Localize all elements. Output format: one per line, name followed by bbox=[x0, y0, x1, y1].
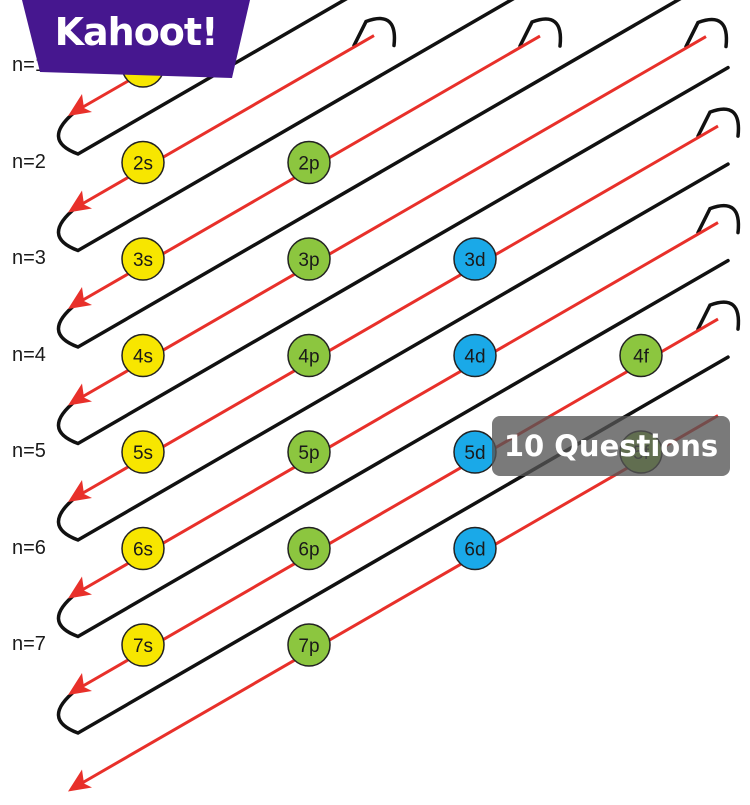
arrow-left-down-icon bbox=[68, 769, 92, 792]
arrow-left-down-icon bbox=[68, 383, 92, 406]
orbital-circle bbox=[121, 430, 165, 474]
orbital-label: 7p bbox=[298, 636, 319, 657]
orbital-circle bbox=[287, 140, 331, 185]
orbital-5d: 5d bbox=[453, 430, 497, 474]
orbital-circle bbox=[121, 623, 165, 667]
arrow-left-down-icon bbox=[68, 673, 92, 695]
orbital-label: 3p bbox=[298, 250, 319, 271]
arrow-left-down-icon bbox=[68, 576, 92, 599]
orbital-circle bbox=[619, 333, 663, 378]
orbital-circle bbox=[453, 237, 497, 281]
orbital-label: 4p bbox=[298, 347, 319, 368]
loop-return-line bbox=[56, 0, 515, 253]
orbital-3p: 3p bbox=[287, 237, 331, 281]
orbital-label: 4f bbox=[633, 347, 650, 368]
orbital-circle bbox=[287, 623, 331, 667]
orbital-6d: 6d bbox=[453, 526, 497, 571]
orbital-circle bbox=[121, 140, 165, 185]
orbital-label: 3s bbox=[133, 250, 153, 271]
row-label-n5: n=5 bbox=[12, 440, 46, 462]
orbital-7s: 7s bbox=[121, 623, 165, 667]
orbital-label: 2p bbox=[298, 154, 319, 175]
orbital-label: 5d bbox=[464, 443, 485, 464]
orbital-2p: 2p bbox=[287, 140, 331, 185]
orbital-4d: 4d bbox=[453, 333, 497, 378]
question-count-badge[interactable]: 10 Questions bbox=[492, 416, 730, 476]
orbital-circle bbox=[121, 237, 165, 281]
orbital-5p: 5p bbox=[287, 430, 331, 474]
orbital-5s: 5s bbox=[121, 430, 165, 474]
arrow-left-down-icon bbox=[68, 287, 92, 309]
orbital-4p: 4p bbox=[287, 333, 331, 378]
orbital-label: 5p bbox=[298, 443, 319, 464]
orbital-label: 6d bbox=[464, 540, 485, 561]
row-label-n2: n=2 bbox=[12, 150, 46, 173]
orbital-circle bbox=[121, 526, 165, 571]
orbital-4f: 4f bbox=[619, 333, 663, 378]
arrow-left-down-icon bbox=[68, 480, 92, 502]
loop-return-line bbox=[56, 65, 730, 446]
filling-order-arrow bbox=[75, 34, 375, 209]
orbital-label: 6p bbox=[298, 540, 319, 561]
orbital-3s: 3s bbox=[121, 237, 165, 281]
orbital-label: 2s bbox=[133, 154, 153, 175]
orbital-label: 5s bbox=[133, 443, 153, 464]
loop-return-line bbox=[56, 355, 730, 735]
filling-order-arrow bbox=[75, 124, 719, 499]
orbital-label: 3d bbox=[464, 250, 485, 271]
orbital-circle bbox=[121, 333, 165, 378]
loop-return-line bbox=[56, 0, 682, 349]
orbital-circle bbox=[287, 430, 331, 474]
orbital-2s: 2s bbox=[121, 140, 165, 185]
orbital-label: 4s bbox=[133, 347, 153, 368]
filling-order-arrow bbox=[75, 317, 719, 692]
orbital-6p: 6p bbox=[287, 526, 331, 571]
loop-return-line bbox=[56, 162, 730, 542]
arrow-left-down-icon bbox=[68, 190, 92, 213]
row-label-n6: n=6 bbox=[12, 536, 46, 559]
orbital-3d: 3d bbox=[453, 237, 497, 281]
row-label-n4: n=4 bbox=[12, 343, 46, 366]
arrow-left-down-icon bbox=[68, 94, 92, 116]
row-label-n3: n=3 bbox=[12, 247, 46, 269]
loop-cap-top bbox=[696, 300, 741, 331]
orbital-circle bbox=[453, 333, 497, 378]
orbital-6s: 6s bbox=[121, 526, 165, 571]
orbital-circle bbox=[287, 526, 331, 571]
orbital-label: 7s bbox=[133, 636, 153, 657]
orbital-circle bbox=[287, 237, 331, 281]
orbital-circle bbox=[287, 333, 331, 378]
orbital-label: 4d bbox=[464, 347, 485, 368]
loop-cap-top bbox=[696, 203, 741, 235]
orbital-label: 6s bbox=[133, 540, 153, 561]
row-label-n7: n=7 bbox=[12, 633, 46, 655]
kahoot-logo: Kahoot! bbox=[22, 0, 250, 78]
filling-order-arrow bbox=[75, 221, 719, 595]
loop-return-line bbox=[56, 258, 730, 639]
loop-cap-top bbox=[518, 17, 563, 48]
filling-order-arrow bbox=[75, 414, 719, 788]
loop-cap-top bbox=[696, 107, 741, 138]
filling-order-arrow bbox=[75, 35, 707, 402]
brand-name: Kahoot! bbox=[54, 10, 219, 54]
orbital-7p: 7p bbox=[287, 623, 331, 667]
orbital-circle bbox=[453, 526, 497, 571]
loop-cap-top bbox=[684, 17, 729, 49]
orbital-4s: 4s bbox=[121, 333, 165, 378]
loop-return-line bbox=[56, 0, 348, 156]
loop-cap-top bbox=[352, 16, 397, 48]
